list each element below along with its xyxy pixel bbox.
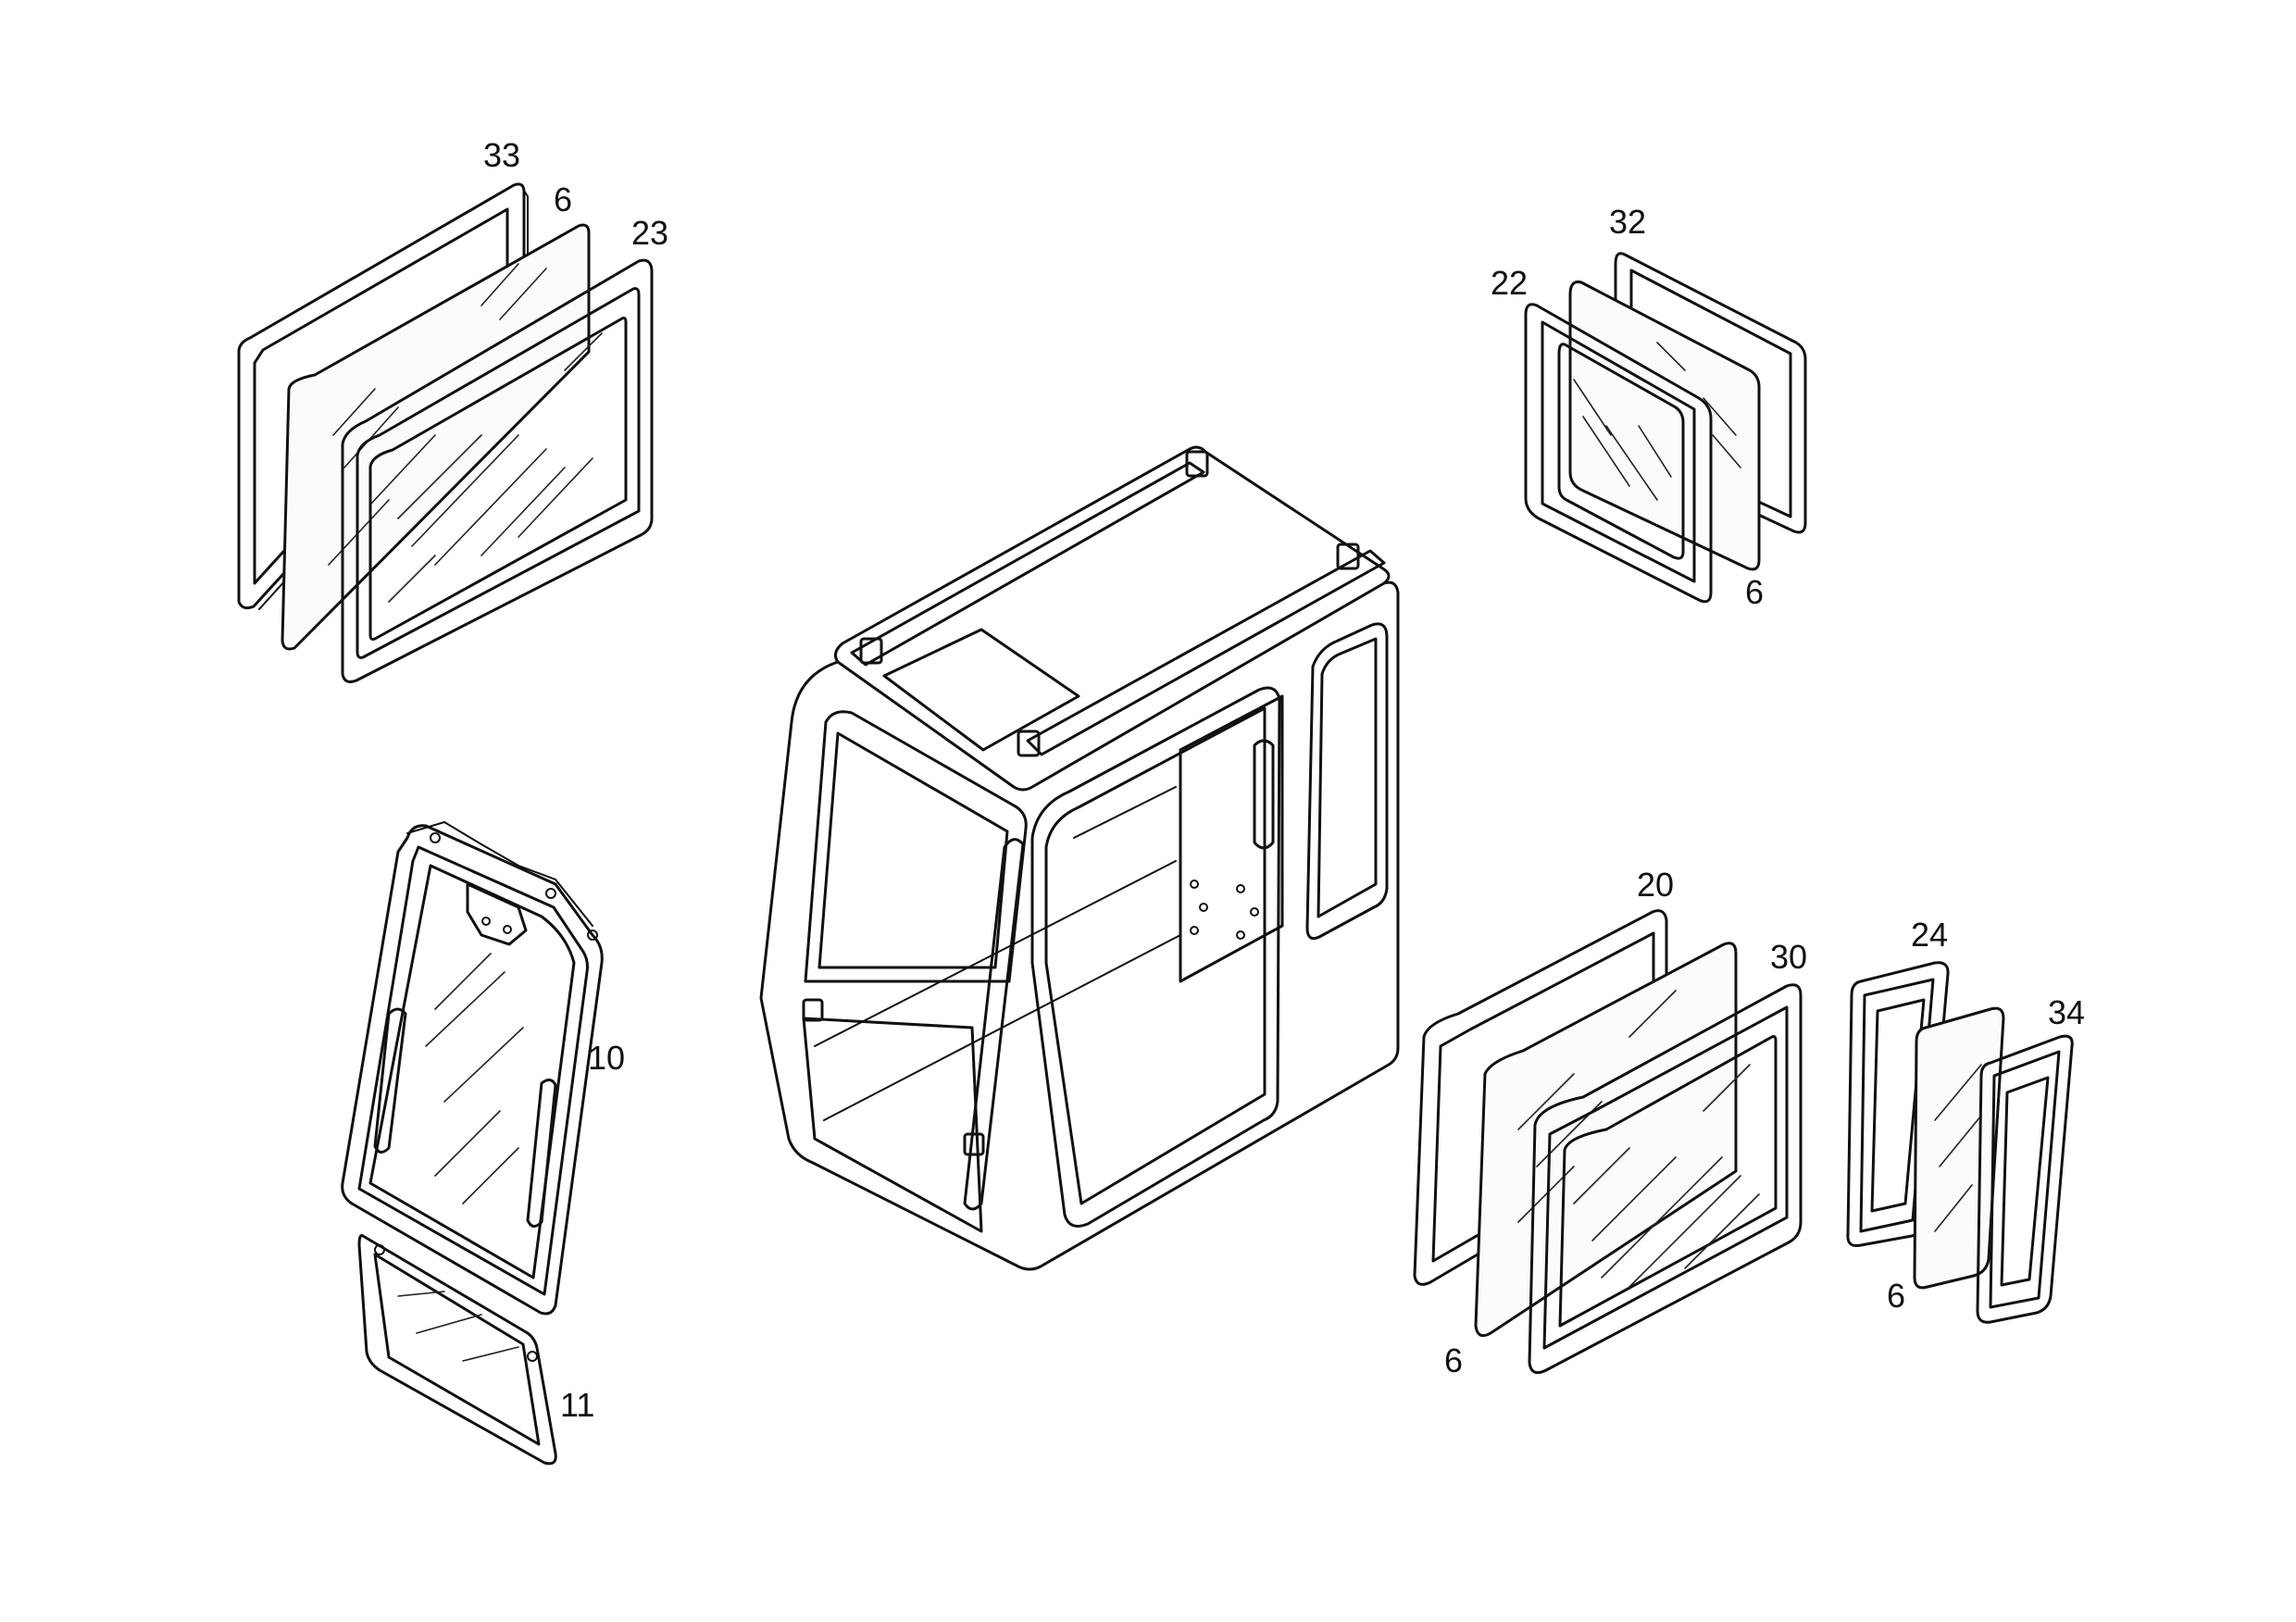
callout-34: 34	[2048, 993, 2085, 1031]
seal-frame-34	[1976, 1034, 2074, 1324]
callout-20: 20	[1637, 866, 1674, 904]
window-frame-30	[1528, 983, 1803, 1375]
callout-10: 10	[588, 1039, 625, 1077]
callout-33: 33	[483, 136, 520, 174]
window-group-bottom-right	[1846, 961, 2074, 1324]
glass-pane-6-bottom-center	[1474, 942, 1738, 1338]
cab-body	[759, 445, 1400, 1271]
callout-24: 24	[1911, 916, 1948, 954]
callout-6-bottom-center: 6	[1444, 1341, 1463, 1379]
window-group-bottom-center	[1413, 909, 1803, 1375]
callout-6-top-right: 6	[1745, 573, 1764, 611]
seal-frame-24	[1846, 961, 1950, 1247]
door-window-frame-10	[341, 820, 604, 1316]
door-window-group	[341, 820, 604, 1466]
lower-door-window-11	[357, 1234, 557, 1466]
window-group-top-left	[237, 182, 654, 683]
callout-23: 23	[631, 214, 668, 252]
callout-6-top-left: 6	[554, 181, 572, 218]
glass-pane-6-top-left	[281, 223, 591, 651]
window-frame-23	[341, 258, 654, 683]
callout-6-bottom-right: 6	[1887, 1277, 1905, 1315]
callout-11: 11	[560, 1386, 594, 1424]
window-group-top-right	[1524, 252, 1807, 604]
callout-22: 22	[1491, 264, 1528, 302]
callout-32: 32	[1609, 203, 1646, 241]
glass-pane-6-top-right	[1568, 281, 1761, 571]
callout-30: 30	[1770, 938, 1807, 976]
window-frame-22	[1524, 303, 1713, 604]
